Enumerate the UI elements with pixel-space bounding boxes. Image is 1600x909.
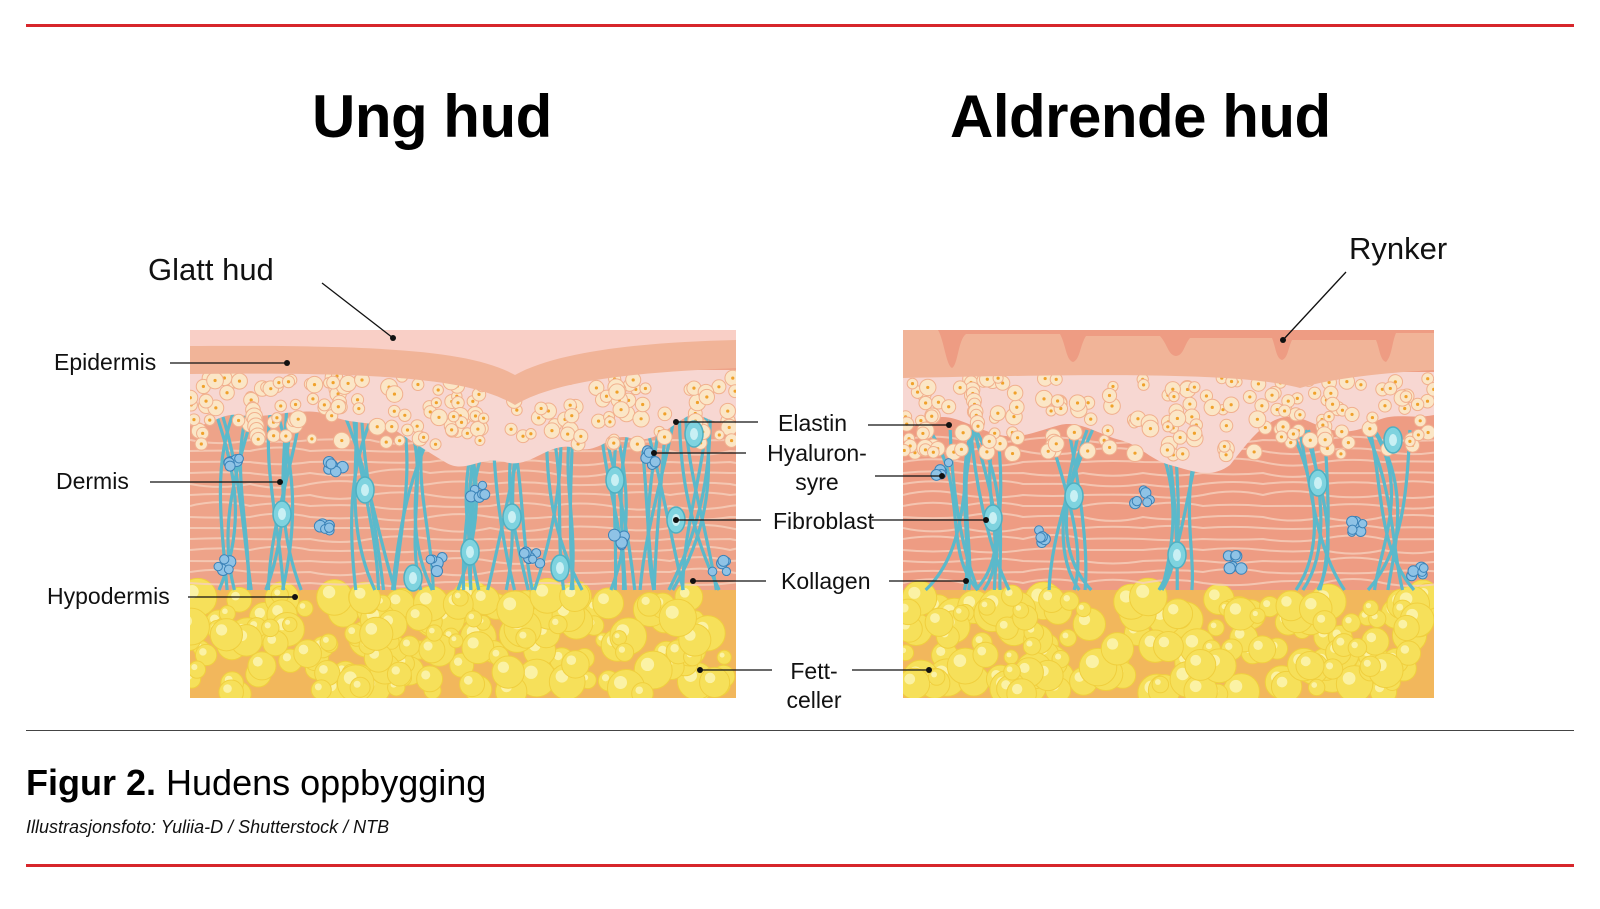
figure-caption: Figur 2. Hudens oppbygging — [26, 762, 486, 804]
fibroblasts-young — [272, 420, 704, 592]
aging-skin-section — [903, 330, 1434, 698]
label-fat-cells: Fett- celler — [772, 657, 856, 715]
label-hyaluronic-acid: Hyaluron- syre — [760, 439, 874, 497]
photo-credit: Illustrasjonsfoto: Yuliia-D / Shuttersto… — [26, 817, 390, 837]
leader-dots — [277, 335, 1286, 673]
fibroblasts-aging — [983, 426, 1403, 569]
title-young-skin: Ung hud — [312, 83, 552, 150]
label-elastin: Elastin — [778, 410, 848, 436]
label-epidermis: Epidermis — [54, 349, 157, 375]
label-hypodermis: Hypodermis — [47, 583, 170, 609]
title-aging-skin: Aldrende hud — [950, 83, 1331, 150]
fat-cells-young — [190, 577, 736, 698]
fat-cells-aging — [903, 577, 1434, 698]
epidermis-layer-aging — [903, 330, 1434, 388]
label-collagen: Kollagen — [781, 568, 871, 594]
label-hyaluronic-line2: syre — [795, 469, 839, 495]
caption-rule — [26, 730, 1574, 731]
label-fibroblast: Fibroblast — [773, 508, 874, 534]
figure-title: Hudens oppbygging — [166, 762, 487, 803]
figure-number: Figur 2. — [26, 762, 157, 803]
label-smooth-skin: Glatt hud — [148, 252, 274, 287]
young-skin-section — [190, 330, 736, 698]
bottom-rule — [26, 864, 1574, 867]
label-dermis: Dermis — [56, 468, 129, 494]
leader-lines — [150, 271, 1347, 671]
epidermis-layer-young — [190, 330, 736, 375]
cell-layer-aging — [903, 370, 1434, 463]
top-rule — [26, 24, 1574, 27]
label-hyaluronic-line1: Hyaluron- — [767, 440, 867, 466]
hyaluronic-acid-young — [213, 445, 732, 578]
hyaluronic-acid-aging — [930, 458, 1429, 582]
label-fat-line1: Fett- — [790, 658, 838, 684]
label-wrinkles: Rynker — [1349, 231, 1448, 266]
label-fat-line2: celler — [786, 687, 842, 713]
